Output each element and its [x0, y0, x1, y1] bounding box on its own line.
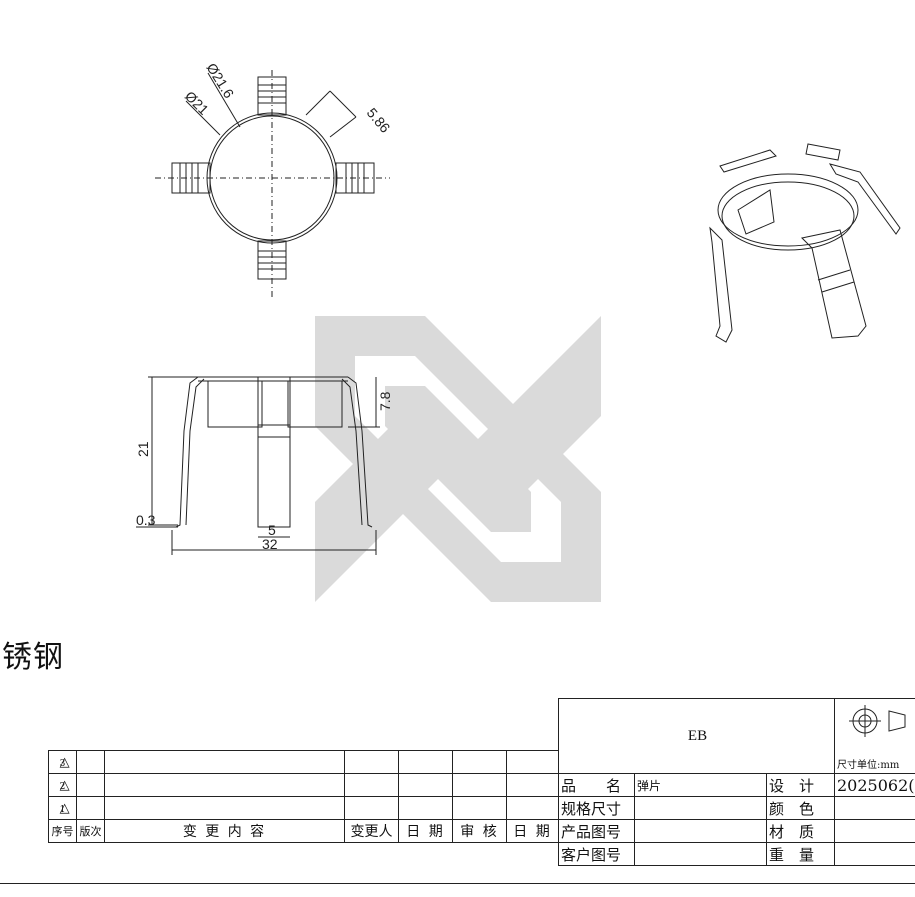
field-label: 品 名 — [558, 773, 635, 797]
header-review: 审 核 — [452, 819, 507, 843]
title-block: EB 尺寸单位:mm 品 名 弹片 设 计 2025062( 规格尺寸 颜 色 … — [558, 698, 915, 866]
material-text: 锈钢 — [2, 640, 64, 675]
header-changer: 变更人 — [344, 819, 399, 843]
field-label: 产品图号 — [558, 819, 635, 843]
side-view-drawing: 21 7.8 0.3 5 32 — [135, 376, 393, 555]
dim-tab-width: 5 — [268, 522, 276, 538]
field-value2: 2025062( — [834, 773, 915, 797]
revision-row: △1 — [48, 796, 559, 820]
header-change: 变 更 内 容 — [104, 819, 345, 843]
field-value2 — [834, 796, 915, 820]
field-value — [634, 842, 767, 866]
field-label2: 材 质 — [766, 819, 835, 843]
field-value — [634, 796, 767, 820]
header-version: 版次 — [76, 819, 105, 843]
field-value: 弹片 — [634, 773, 767, 797]
dim-outer-diameter: Ø21.6 — [203, 60, 237, 101]
revision-table: △3 △2 △1 序号 版次 变 更 内 容 变更人 日 期 审 核 日 期 — [48, 750, 559, 843]
revision-row: △2 — [48, 773, 559, 797]
bottom-rule — [0, 883, 915, 884]
info-row: 产品图号 材 质 — [558, 819, 915, 843]
dim-thickness: 0.3 — [136, 512, 156, 528]
field-label2: 颜 色 — [766, 796, 835, 820]
revision-row: △3 — [48, 750, 559, 774]
field-value2 — [834, 819, 915, 843]
info-row: 规格尺寸 颜 色 — [558, 796, 915, 820]
dim-inner-diameter: Ø21 — [182, 88, 212, 118]
projection-symbol-icon — [849, 705, 906, 737]
top-view-drawing: Ø21.6 Ø21 5.86 — [155, 60, 394, 300]
projection-cell: 尺寸单位:mm — [834, 698, 915, 774]
field-value2 — [834, 842, 915, 866]
field-label2: 重 量 — [766, 842, 835, 866]
watermark-logo — [315, 316, 601, 602]
dim-tab-offset: 5.86 — [364, 105, 394, 136]
header-date1: 日 期 — [398, 819, 453, 843]
revision-triangle-icon: △1 — [48, 796, 77, 820]
dim-overall-width: 32 — [262, 536, 278, 552]
info-row: 品 名 弹片 设 计 2025062( — [558, 773, 915, 797]
units-label: 尺寸单位:mm — [837, 760, 900, 771]
field-value — [634, 819, 767, 843]
dim-tab-height: 7.8 — [377, 391, 393, 411]
field-label2: 设 计 — [766, 773, 835, 797]
dim-height: 21 — [135, 441, 151, 457]
field-label: 客户图号 — [558, 842, 635, 866]
info-row: 客户图号 重 量 — [558, 842, 915, 866]
part-code: EB — [558, 698, 835, 774]
revision-triangle-icon: △3 — [48, 750, 77, 774]
header-seq: 序号 — [48, 819, 77, 843]
revision-triangle-icon: △2 — [48, 773, 77, 797]
header-date2: 日 期 — [506, 819, 559, 843]
isometric-view — [709, 143, 901, 343]
field-label: 规格尺寸 — [558, 796, 635, 820]
